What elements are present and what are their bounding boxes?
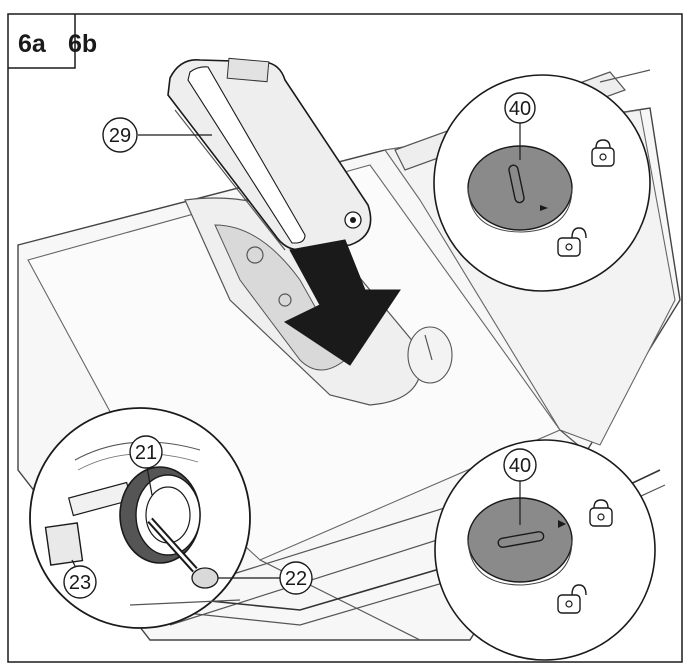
lock-open-icon	[557, 227, 587, 257]
lock-open-icon	[557, 584, 587, 614]
svg-text:40: 40	[509, 455, 531, 477]
callout-21: 21	[129, 435, 163, 496]
svg-text:29: 29	[109, 125, 131, 147]
svg-text:21: 21	[135, 442, 157, 464]
throat-plate-insert	[167, 57, 372, 251]
detail-circle-bottom: 40	[434, 439, 656, 661]
callout-22: 22	[218, 561, 313, 595]
insert-direction-arrow	[283, 239, 401, 366]
lock-closed-icon	[589, 499, 613, 527]
figure-label-6a: 6a	[18, 30, 47, 58]
lock-closed-icon	[591, 139, 615, 167]
svg-text:23: 23	[69, 572, 91, 594]
detail-circle-top: 40	[433, 74, 651, 292]
svg-text:22: 22	[285, 568, 307, 590]
callout-29: 29	[102, 117, 212, 153]
svg-text:40: 40	[509, 98, 531, 120]
figure-label-6b: 6b	[68, 30, 97, 58]
callout-23: 23	[63, 559, 97, 599]
figure-label-tab: 6a 6b	[8, 14, 97, 69]
